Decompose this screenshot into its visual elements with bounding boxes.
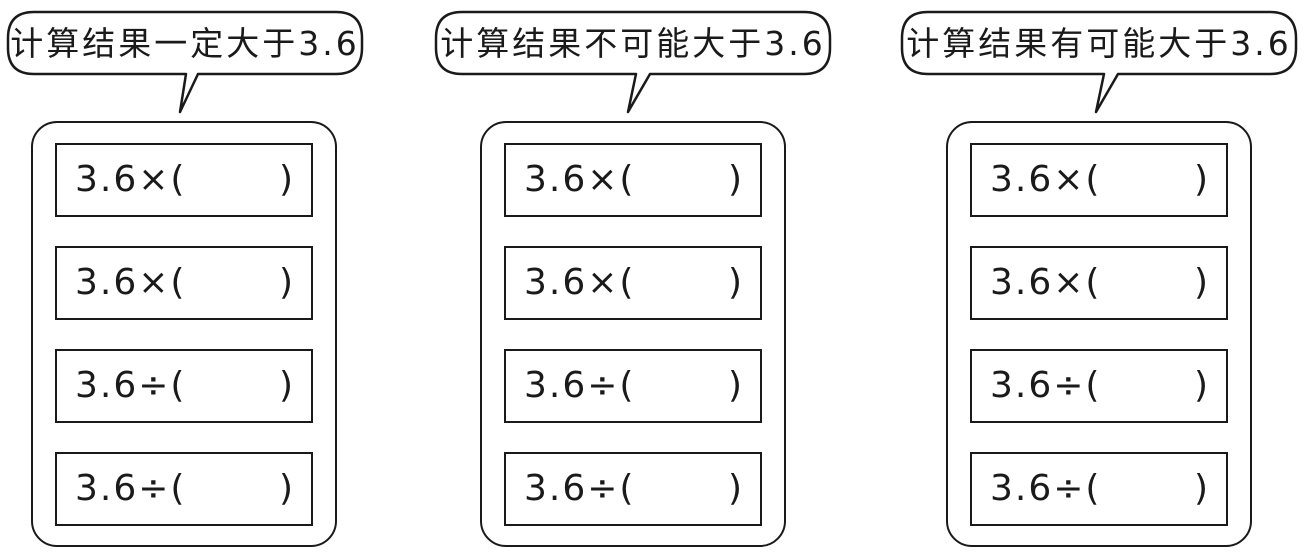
- expression-list: 3.6×( ) 3.6×( ) 3.6÷( ) 3.6÷( ): [31, 121, 337, 547]
- expression-text: 3.6×(: [990, 262, 1102, 303]
- expression-box[interactable]: 3.6÷( ): [55, 452, 313, 526]
- close-paren: ): [1193, 468, 1208, 509]
- close-paren: ): [727, 365, 742, 406]
- speech-bubble-text: 计算结果不可能大于3.6: [440, 24, 826, 63]
- expression-box[interactable]: 3.6×( ): [970, 246, 1228, 320]
- close-paren: ): [1193, 365, 1208, 406]
- expression-text: 3.6×(: [75, 159, 187, 200]
- expression-box[interactable]: 3.6×( ): [504, 143, 762, 217]
- expression-text: 3.6×(: [990, 159, 1102, 200]
- expression-box[interactable]: 3.6×( ): [55, 246, 313, 320]
- expression-box[interactable]: 3.6÷( ): [504, 349, 762, 423]
- expression-box[interactable]: 3.6÷( ): [970, 452, 1228, 526]
- speech-bubble-text: 计算结果一定大于3.6: [10, 24, 360, 63]
- speech-bubble-shape: [6, 10, 364, 114]
- close-paren: ): [727, 159, 742, 200]
- condition-group-3: 计算结果有可能大于3.6 3.6×( ) 3.6×( ) 3.6÷( ) 3.6…: [896, 0, 1306, 558]
- expression-list: 3.6×( ) 3.6×( ) 3.6÷( ) 3.6÷( ): [946, 121, 1252, 547]
- close-paren: ): [727, 262, 742, 303]
- speech-bubble-text: 计算结果有可能大于3.6: [906, 24, 1292, 63]
- expression-text: 3.6÷(: [524, 365, 636, 406]
- expression-text: 3.6×(: [524, 262, 636, 303]
- expression-text: 3.6÷(: [990, 468, 1102, 509]
- close-paren: ): [727, 468, 742, 509]
- expression-box[interactable]: 3.6×( ): [970, 143, 1228, 217]
- expression-text: 3.6÷(: [990, 365, 1102, 406]
- condition-group-2: 计算结果不可能大于3.6 3.6×( ) 3.6×( ) 3.6÷( ) 3.6…: [430, 0, 870, 558]
- close-paren: ): [1193, 159, 1208, 200]
- expression-text: 3.6×(: [524, 159, 636, 200]
- expression-text: 3.6÷(: [75, 365, 187, 406]
- expression-text: 3.6÷(: [524, 468, 636, 509]
- condition-group-1: 计算结果一定大于3.6 3.6×( ) 3.6×( ) 3.6÷( ) 3.6÷…: [0, 0, 440, 558]
- close-paren: ): [278, 159, 293, 200]
- close-paren: ): [278, 468, 293, 509]
- close-paren: ): [278, 262, 293, 303]
- expression-list: 3.6×( ) 3.6×( ) 3.6÷( ) 3.6÷( ): [480, 121, 786, 547]
- expression-text: 3.6×(: [75, 262, 187, 303]
- speech-bubble-shape: [900, 10, 1298, 114]
- expression-box[interactable]: 3.6÷( ): [970, 349, 1228, 423]
- expression-box[interactable]: 3.6÷( ): [504, 452, 762, 526]
- expression-text: 3.6÷(: [75, 468, 187, 509]
- expression-box[interactable]: 3.6×( ): [504, 246, 762, 320]
- close-paren: ): [278, 365, 293, 406]
- close-paren: ): [1193, 262, 1208, 303]
- expression-box[interactable]: 3.6×( ): [55, 143, 313, 217]
- speech-bubble-shape: [434, 10, 832, 114]
- expression-box[interactable]: 3.6÷( ): [55, 349, 313, 423]
